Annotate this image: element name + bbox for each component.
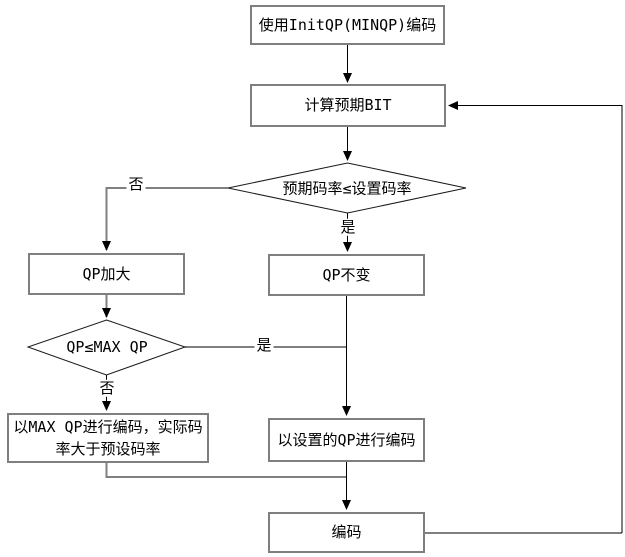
edge-encode-feedback-to-calc: [448, 101, 623, 533]
flow-node-init-encode-label: 使用InitQP(MINQP)编码: [258, 15, 437, 34]
flow-node-calc-expected-bit-label: 计算预期BIT: [304, 96, 392, 115]
edge-rate-no-to-qp-increase: [102, 187, 228, 251]
edge-maxqp-encode-join: [105, 463, 346, 478]
flow-node-encode-label: 编码: [331, 523, 362, 542]
decision-diamond-maxqp-check: [26, 319, 187, 376]
edge-label-maxqp-no: 否: [97, 378, 117, 397]
decision-rate-check-label: 预期码率≤设置码率: [282, 179, 412, 198]
decision-diamond-rate-check: [227, 162, 467, 214]
flow-node-encode: 编码: [268, 512, 425, 553]
flow-node-calc-expected-bit: 计算预期BIT: [250, 84, 446, 127]
flow-node-init-encode: 使用InitQP(MINQP)编码: [250, 5, 445, 45]
flow-node-qp-keep-label: QP不变: [322, 265, 371, 284]
flow-node-setqp-encode: 以设置的QP进行编码: [268, 418, 425, 462]
decision-maxqp-check-label: QP≤MAX QP: [66, 338, 148, 356]
flow-node-qp-increase: QP加大: [28, 253, 185, 295]
edge-label-maxqp-yes: 是: [254, 335, 274, 354]
edge-label-rate-no: 否: [126, 174, 146, 193]
flow-node-setqp-encode-label: 以设置的QP进行编码: [277, 430, 416, 449]
flow-node-qp-increase-label: QP加大: [82, 264, 131, 283]
flow-node-qp-keep: QP不变: [268, 254, 425, 296]
edge-label-rate-yes: 是: [338, 217, 358, 236]
flow-node-maxqp-encode: 以MAX QP进行编码，实际码率大于预设码率: [7, 413, 209, 463]
flow-node-maxqp-encode-label: 以MAX QP进行编码，实际码率大于预设码率: [13, 417, 203, 459]
